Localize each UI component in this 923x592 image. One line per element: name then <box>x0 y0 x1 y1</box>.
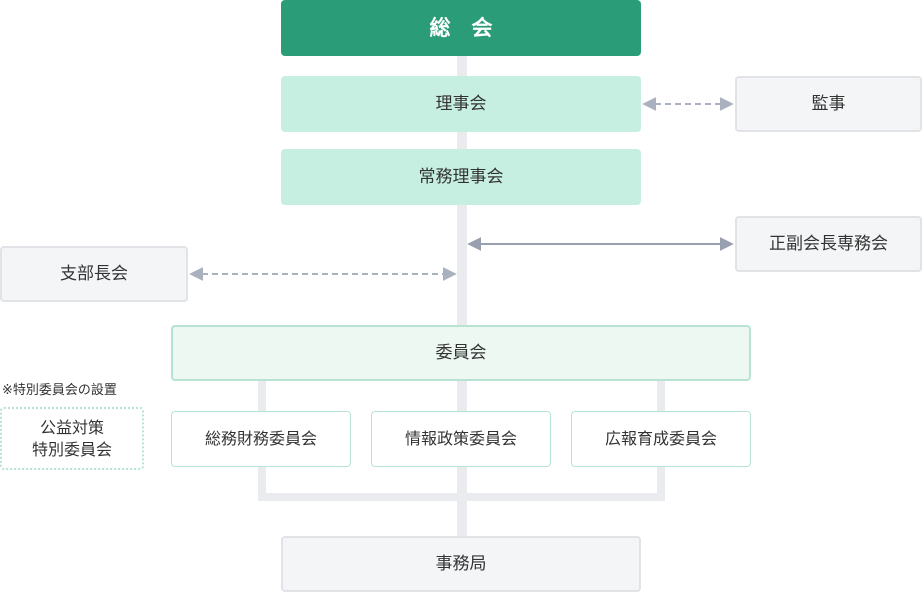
officers-meeting-label: 正副会長専務会 <box>769 233 888 254</box>
officers-meeting-box: 正副会長専務会 <box>735 216 922 272</box>
auditor-box: 監事 <box>735 76 922 132</box>
general-assembly-label: 総 会 <box>429 15 493 40</box>
branch-heads-label: 支部長会 <box>60 263 128 284</box>
special-committee-note: ※特別委員会の設置 <box>2 383 117 398</box>
special-committee-label-line2: 特別委員会 <box>31 439 112 459</box>
sub-committee-information-policy: 情報政策委員会 <box>371 411 551 467</box>
special-committee-box: 公益対策 特別委員会 <box>0 407 144 470</box>
standing-board-label: 常務理事会 <box>418 166 504 187</box>
special-committee-label-line1: 公益対策 <box>39 417 104 437</box>
auditor-label: 監事 <box>811 93 846 114</box>
sub-committee-label: 広報育成委員会 <box>604 429 717 449</box>
branch-heads-box: 支部長会 <box>0 246 188 302</box>
sub-committee-label: 総務財務委員会 <box>204 429 317 449</box>
board-box: 理事会 <box>281 76 641 132</box>
committee-box: 委員会 <box>171 325 751 381</box>
secretariat-label: 事務局 <box>435 553 487 574</box>
main-trunk-line <box>457 56 467 536</box>
general-assembly-box: 総 会 <box>281 0 641 56</box>
board-label: 理事会 <box>435 93 487 114</box>
standing-board-box: 常務理事会 <box>281 149 641 205</box>
committee-label: 委員会 <box>435 342 487 363</box>
subcommittee-bus-bottom <box>258 493 665 501</box>
sub-committee-general-affairs: 総務財務委員会 <box>171 411 351 467</box>
secretariat-box: 事務局 <box>281 536 641 592</box>
sub-committee-label: 情報政策委員会 <box>404 429 517 449</box>
sub-committee-public-relations: 広報育成委員会 <box>571 411 751 467</box>
